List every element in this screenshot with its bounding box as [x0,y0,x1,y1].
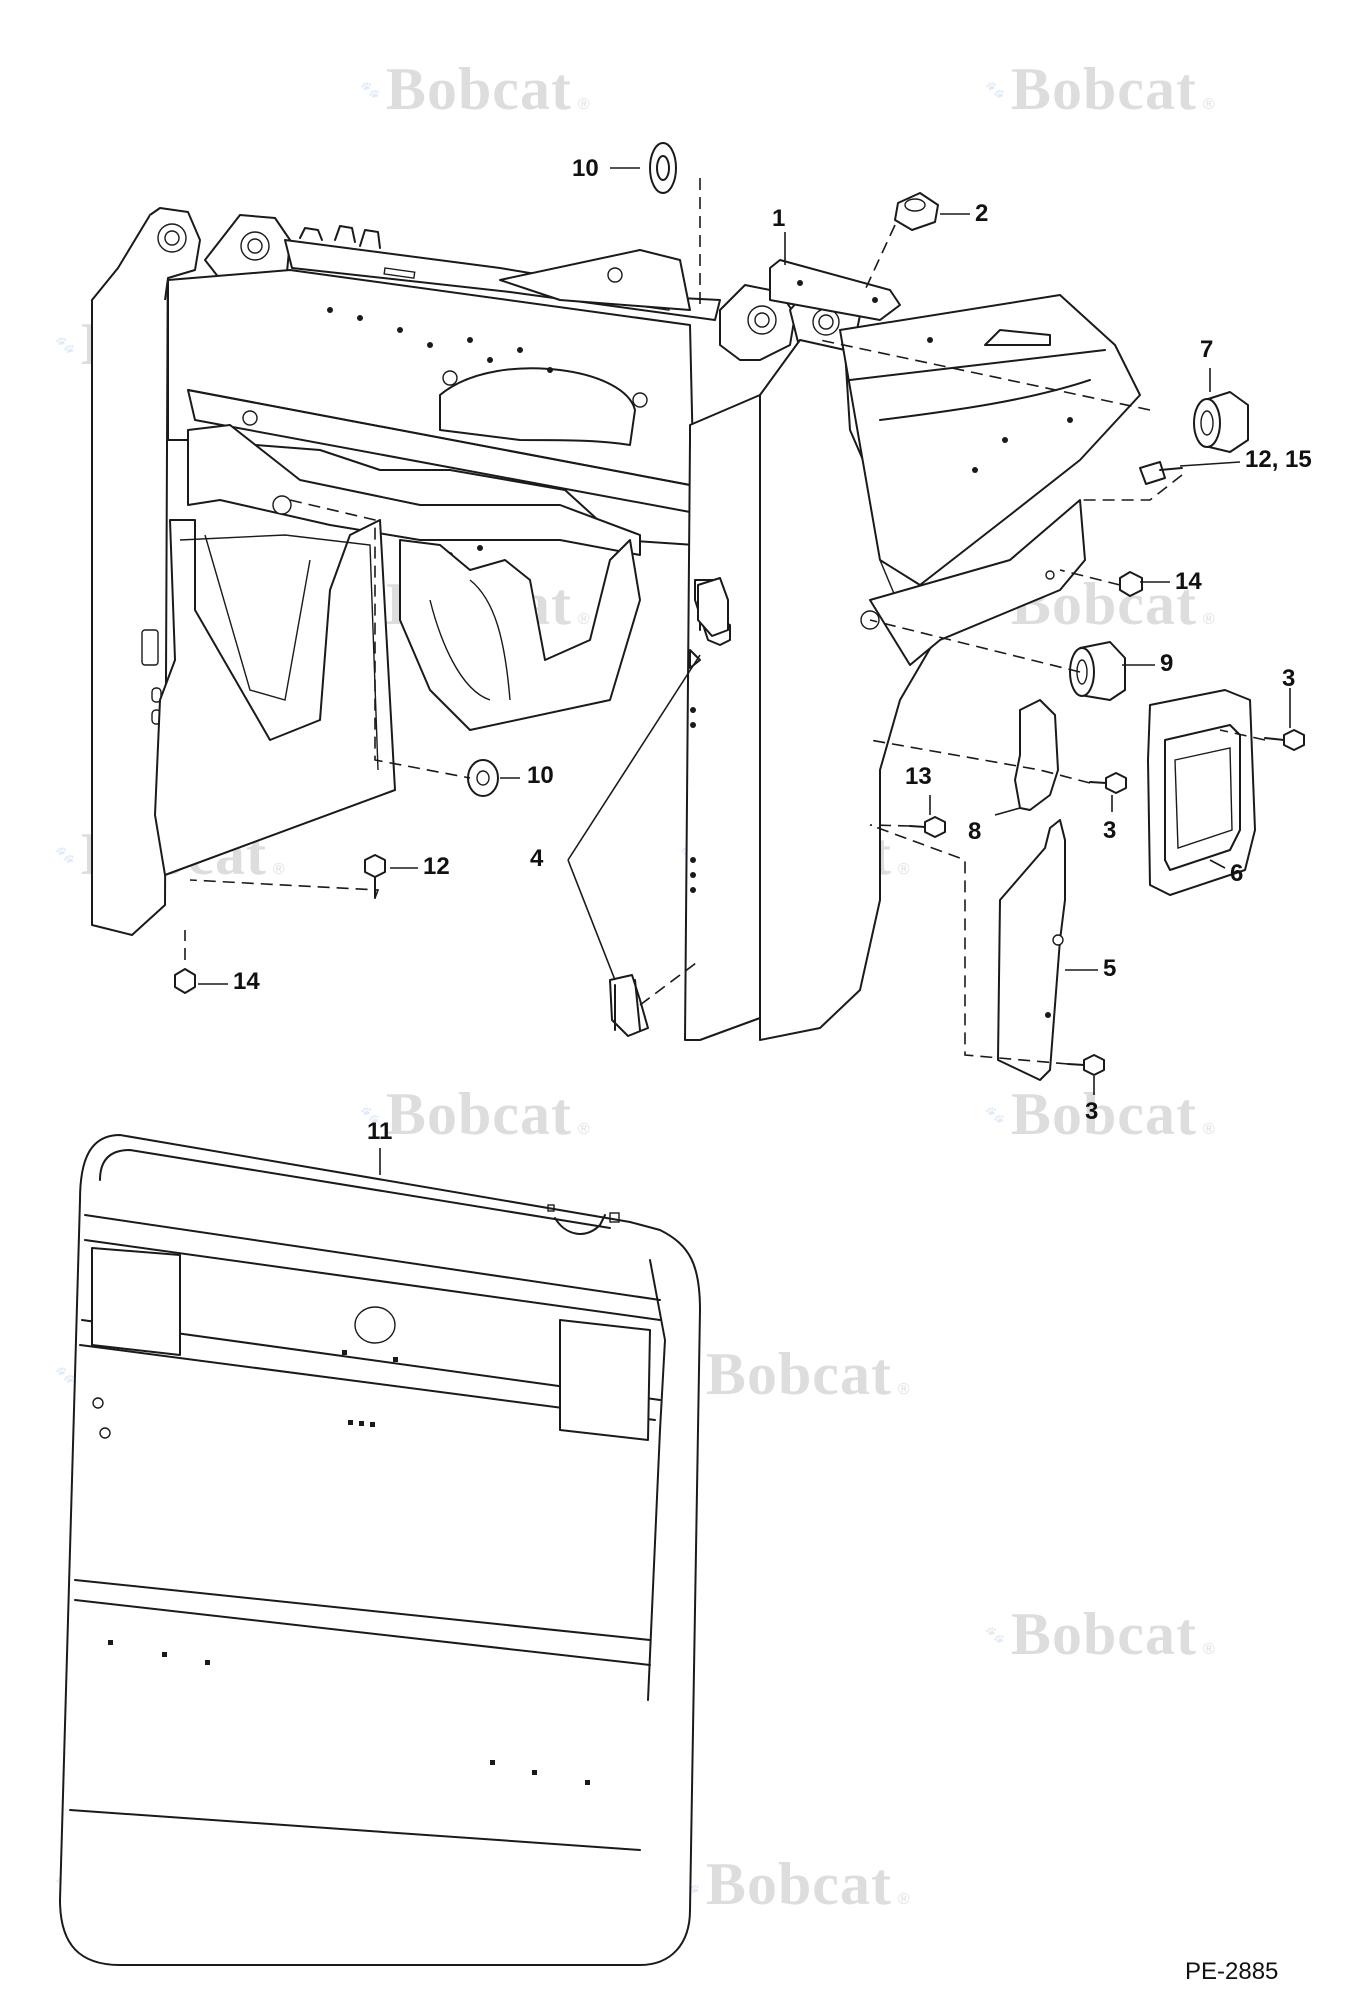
callout-1: 1 [772,205,786,232]
rear-door-panel-11 [59,1134,701,1966]
right-center-upright [684,394,761,1041]
bolt-3-mid [1089,772,1127,794]
main-frame-assembly [91,207,1141,1041]
callout-9: 9 [1160,650,1174,677]
callout-12-15: 12, 15 [1245,446,1312,473]
drawing-number: PE-2885 [1185,1958,1279,1985]
callout-10-lower: 10 [527,762,554,789]
bolt-12-15 [1139,461,1183,485]
callout-14-left: 14 [233,968,260,995]
center-opening [439,367,636,446]
callout-10-top: 10 [572,155,599,182]
panel-window-right [559,1319,651,1441]
mid-frame-bracket [399,539,641,731]
washer-10-top [649,142,677,194]
u-bracket-4-lower [609,974,649,1037]
right-flange [869,499,1086,666]
nut-14-left [174,968,196,994]
mount-hole [272,495,292,515]
callout-11: 11 [367,1118,393,1145]
callout-8: 8 [968,818,982,845]
callout-13: 13 [905,763,932,790]
callout-3-mid: 3 [1103,817,1117,844]
callout-6: 6 [1230,860,1244,887]
bolt-12-left [364,854,386,899]
bolt-13 [909,816,946,838]
callout-12-left: 12 [423,853,450,880]
plate-8 [1014,699,1059,811]
panel-window-left [91,1247,181,1356]
callout-2: 2 [975,200,989,227]
callout-7: 7 [1200,336,1214,363]
bolt-3-right [1264,729,1305,751]
rear-wedge-plate [499,249,691,311]
callout-4: 4 [530,845,544,872]
bushing-2 [894,192,939,231]
left-side-shield [154,519,396,876]
top-right-deck [839,294,1141,586]
u-bracket-4-upper [697,577,729,637]
callout-14-right: 14 [1175,568,1202,595]
cover-6 [1147,689,1256,896]
rear-hinge-plate [769,259,901,321]
callout-5: 5 [1103,955,1117,982]
callout-3-right: 3 [1282,665,1296,692]
bushing-9 [1069,641,1126,701]
callout-leaders [198,167,1291,1175]
assembly-guide-lines [184,178,1266,1065]
lower-crossmember [187,424,641,556]
shield-5 [997,819,1066,1081]
panel-round-hole [354,1306,396,1344]
nut-14-right [1119,571,1143,597]
washer-10-lower [467,759,499,797]
bushing-7 [1193,391,1249,453]
bolt-3-lower [1067,1054,1105,1076]
callout-3-lower: 3 [1085,1098,1099,1125]
